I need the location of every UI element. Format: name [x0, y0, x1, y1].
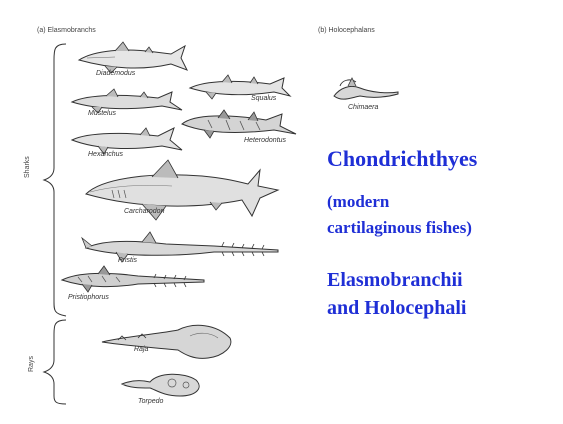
heterodontus-label: Heterodontus [244, 137, 286, 144]
rays-group-label: Rays [28, 356, 35, 372]
pristiophorus-label: Pristiophorus [68, 294, 109, 301]
pristis-illustration [82, 230, 282, 266]
subtitle-modern: (modern [327, 192, 389, 212]
title-chondrichthyes: Chondrichthyes [327, 146, 477, 172]
squalus-label: Squalus [251, 95, 276, 102]
hexanchus-illustration [68, 124, 188, 158]
raja-label: Raja [134, 346, 148, 353]
chimaera-label: Chimaera [348, 104, 378, 111]
squalus-illustration [186, 72, 296, 102]
torpedo-label: Torpedo [138, 398, 163, 405]
carcharodon-label: Carcharodon [124, 208, 164, 215]
carcharodon-illustration [82, 160, 282, 230]
subtitle-cartilaginous: cartilaginous fishes) [327, 218, 472, 238]
torpedo-illustration [118, 368, 208, 400]
hexanchus-label: Hexanchus [88, 151, 123, 158]
title-holocephali: and Holocephali [327, 296, 466, 320]
title-elasmobranchii: Elasmobranchii [327, 268, 463, 292]
chimaera-illustration [330, 74, 400, 106]
sharks-group-label: Sharks [24, 156, 31, 178]
diademodus-label: Diademodus [96, 70, 135, 77]
elasmobranchs-header: (a) Elasmobranchs [37, 27, 96, 34]
holocephalans-header: (b) Holocephalans [318, 27, 375, 34]
pristiophorus-illustration [58, 262, 208, 296]
mustelus-label: Mustelus [88, 110, 116, 117]
mustelus-illustration [68, 88, 188, 116]
raja-illustration [98, 316, 238, 366]
